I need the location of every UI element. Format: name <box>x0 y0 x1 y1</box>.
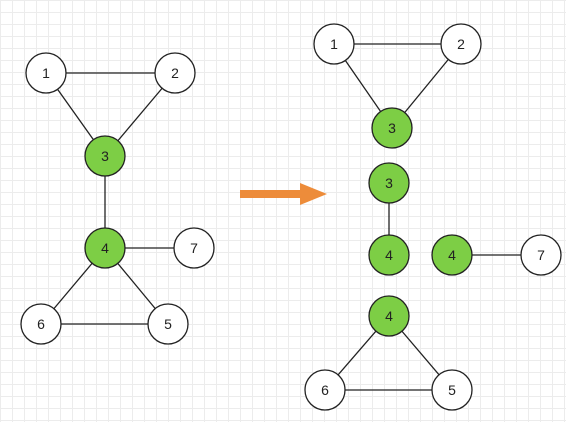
node-circle <box>368 234 410 276</box>
node-label: 1 <box>42 65 50 81</box>
left-graph-node: 5 <box>147 303 189 345</box>
node-circle <box>431 369 473 411</box>
node-label: 4 <box>385 308 393 324</box>
left-graph-node: 7 <box>173 227 215 269</box>
right-graph-node: 7 <box>520 234 562 276</box>
node-label: 3 <box>101 148 109 164</box>
node-label: 1 <box>330 36 338 52</box>
node-circle <box>20 303 62 345</box>
node-label: 5 <box>164 316 172 332</box>
node-circle <box>371 107 413 149</box>
node-circle <box>304 369 346 411</box>
node-label: 3 <box>388 120 396 136</box>
node-label: 4 <box>101 240 109 256</box>
node-label: 6 <box>37 316 45 332</box>
right-graph-node: 6 <box>304 369 346 411</box>
left-graph-node: 4 <box>84 227 126 269</box>
node-circle <box>173 227 215 269</box>
node-circle <box>84 227 126 269</box>
left-graph-node: 6 <box>20 303 62 345</box>
node-label: 5 <box>448 382 456 398</box>
left-graph-node: 1 <box>25 52 67 94</box>
node-label: 7 <box>190 240 198 256</box>
right-arrow-icon <box>240 183 327 205</box>
right-graph-node: 4 <box>368 295 410 337</box>
left-graph-node: 2 <box>154 52 196 94</box>
right-graph-node: 2 <box>440 23 482 65</box>
node-circle <box>440 23 482 65</box>
node-label: 4 <box>385 247 393 263</box>
node-label: 6 <box>321 382 329 398</box>
transform-arrow <box>240 183 327 205</box>
node-label: 7 <box>537 247 545 263</box>
right-graph-node: 3 <box>371 107 413 149</box>
right-graph-node: 5 <box>431 369 473 411</box>
node-circle <box>147 303 189 345</box>
right-graph-node: 4 <box>431 234 473 276</box>
node-label: 4 <box>448 247 456 263</box>
node-circle <box>313 23 355 65</box>
node-label: 2 <box>171 65 179 81</box>
right-graph-node: 1 <box>313 23 355 65</box>
node-circle <box>368 162 410 204</box>
node-circle <box>520 234 562 276</box>
right-graph-node: 4 <box>368 234 410 276</box>
left-graph-node: 3 <box>84 135 126 177</box>
right-graph-node: 3 <box>368 162 410 204</box>
node-circle <box>431 234 473 276</box>
node-circle <box>368 295 410 337</box>
node-circle <box>154 52 196 94</box>
edges-layer <box>40 43 541 391</box>
node-circle <box>25 52 67 94</box>
nodes-layer: 1 2 3 4 7 6 5 1 2 3 3 4 4 7 4 6 5 <box>20 23 562 411</box>
node-label: 2 <box>457 36 465 52</box>
node-label: 3 <box>385 175 393 191</box>
node-circle <box>84 135 126 177</box>
